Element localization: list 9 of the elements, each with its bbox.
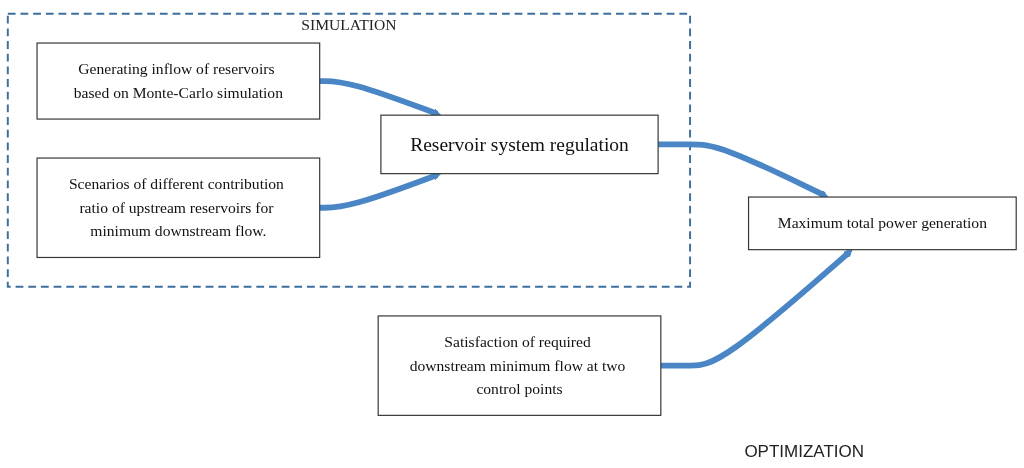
arrow — [658, 141, 829, 199]
arrow — [319, 78, 442, 117]
node-box: Satisfaction of required downstream minimum flow at two control points — [377, 315, 662, 417]
node-box: Reservoir system regulation — [380, 115, 659, 175]
node-box: Maximum total power generation — [747, 196, 1017, 251]
arrow — [660, 249, 853, 369]
node-box: Scenarios of different contribution ratio of upstream reservoirs for minimum downstream flow. — [36, 157, 321, 259]
region-label: OPTIMIZATION — [744, 442, 864, 461]
node-box: Generating inflow of reservoirs based on Monte-Carlo simulation — [36, 42, 321, 121]
